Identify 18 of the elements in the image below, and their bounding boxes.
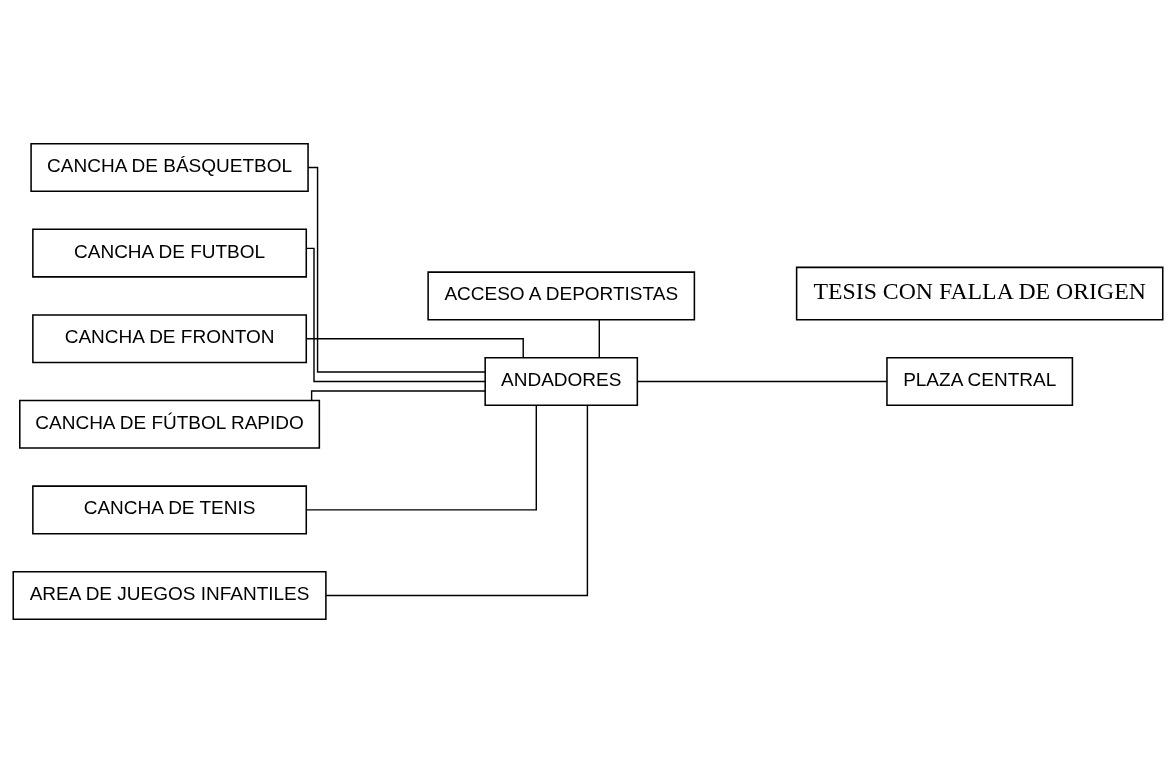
node-box: PLAZA CENTRAL: [886, 356, 1074, 407]
node-box: ACCESO A DEPORTISTAS: [427, 271, 696, 321]
node-box: ANDADORES: [484, 356, 639, 407]
connector: [307, 166, 486, 373]
connector: [305, 404, 537, 511]
node-box: CANCHA DE FÚTBOL RAPIDO: [19, 399, 321, 449]
node-box: CANCHA DE FUTBOL: [32, 228, 308, 278]
node-box: CANCHA DE BÁSQUETBOL: [30, 142, 309, 193]
connector: [325, 404, 589, 597]
connector: [598, 319, 600, 359]
connector: [305, 247, 486, 383]
node-box: CANCHA DE FRONTON: [32, 314, 308, 364]
connector: [305, 338, 524, 359]
connector: [310, 390, 486, 402]
connector: [636, 380, 888, 383]
node-box: AREA DE JUEGOS INFANTILES: [12, 570, 327, 621]
node-box: TESIS CON FALLA DE ORIGEN: [795, 266, 1164, 321]
node-box: CANCHA DE TENIS: [32, 485, 308, 535]
